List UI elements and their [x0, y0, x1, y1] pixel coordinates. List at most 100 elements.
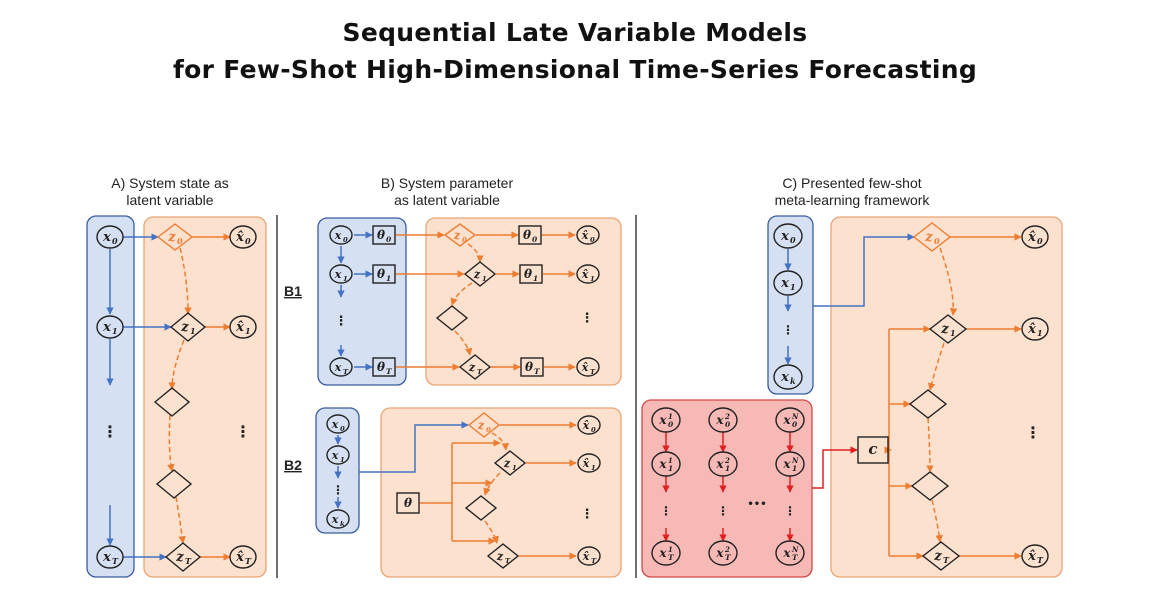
ellipsis: ⋮	[581, 507, 594, 522]
node-ellipse	[651, 407, 681, 433]
panel-a-observed-box	[86, 215, 135, 578]
node-ellipse	[775, 407, 805, 433]
node-diamond	[169, 312, 207, 342]
transition-b2-z2-zT	[484, 520, 499, 544]
symbol-subscript: T	[245, 556, 252, 566]
symbol-base: x	[331, 513, 339, 526]
node-diamond	[463, 261, 497, 287]
node-ellipse	[708, 407, 738, 433]
panel-c-title-line-1: C) Presented few-shot	[782, 175, 921, 191]
transition-b2-z1-z2	[483, 472, 501, 496]
symbol-base: x	[782, 457, 791, 471]
symbol-base: x	[780, 229, 789, 244]
symbol-base: x	[715, 457, 724, 471]
symbol-base: θ	[377, 360, 385, 374]
transition-c-z1-z2	[927, 342, 945, 391]
ellipsis: ⋮	[1025, 423, 1041, 442]
symbol-base: x	[658, 413, 667, 427]
ellipsis-c-meta-series: •••	[747, 499, 766, 510]
ellipsis: ⋮	[235, 422, 251, 441]
node-diamond	[467, 412, 501, 438]
panel-a-title-line-2: latent variable	[126, 192, 213, 208]
symbol-base: θ	[525, 360, 533, 374]
symbol-subscript: k	[340, 520, 345, 528]
node-ellipse	[1021, 317, 1049, 341]
node-b2-xhatT: x̂T	[577, 546, 601, 566]
node-diamond	[153, 387, 191, 417]
ellipsis-b1-right: ⋮	[581, 311, 594, 326]
symbol-subscript: T	[505, 557, 511, 565]
node-diamond	[908, 389, 948, 419]
symbol-base: x̂	[582, 419, 590, 432]
symbol-subscript: 1	[343, 275, 348, 283]
ellipsis: •••	[747, 499, 766, 510]
node-box	[372, 264, 396, 284]
symbol-subscript: 1	[512, 464, 517, 472]
symbol-base: x̂	[1027, 549, 1036, 564]
node-diamond	[921, 541, 961, 571]
symbol-subscript: 0	[591, 426, 596, 434]
transition-b1-z1-z2	[450, 282, 473, 306]
symbol-subscript: 0	[668, 420, 674, 429]
symbol-subscript: 1	[725, 464, 730, 473]
node-box	[519, 264, 543, 284]
symbol-superscript: N	[791, 545, 799, 554]
symbol-base: x	[715, 413, 724, 427]
symbol-superscript: 2	[724, 412, 730, 421]
node-diamond	[443, 223, 477, 247]
node-xhat1: x̂1	[229, 315, 257, 339]
transition-c-z2-z3	[926, 417, 934, 473]
ellipsis-c-right: ⋮	[1025, 423, 1041, 442]
symbol-subscript: 1	[340, 456, 345, 464]
node-ellipse	[775, 540, 805, 566]
node-ellipse	[576, 225, 600, 245]
symbol-subscript: 0	[177, 236, 183, 246]
symbol-subscript: 1	[1037, 328, 1043, 338]
symbol-subscript: T	[386, 367, 392, 376]
node-b1-xhat1: x̂1	[576, 264, 600, 284]
symbol-base: x	[715, 546, 724, 560]
node-ellipse	[1021, 544, 1049, 568]
node-ellipse	[329, 225, 353, 245]
symbol-subscript: 0	[343, 236, 348, 244]
symbol-base: x	[658, 457, 667, 471]
symbol-subscript: 0	[245, 236, 251, 246]
node-diamond	[464, 495, 498, 521]
panel-a-title-line-1: A) System state as	[111, 175, 228, 191]
symbol-base: z	[940, 322, 949, 337]
node-ellipse	[229, 545, 257, 569]
symbol-base: z	[468, 361, 476, 374]
symbol-base: x̂	[235, 230, 244, 245]
node-b2-theta: θ	[396, 492, 420, 514]
symbol-subscript: T	[1037, 555, 1044, 565]
node-c-xhat1: x̂1	[1021, 317, 1049, 341]
node-xhat0: x̂0	[229, 225, 257, 249]
symbol-subscript: 1	[533, 274, 538, 283]
symbol-subscript: 0	[386, 235, 392, 244]
node-ellipse	[576, 264, 600, 284]
symbol-subscript: T	[343, 368, 349, 376]
symbol-base: x	[334, 268, 342, 281]
symbol-base: z	[180, 320, 189, 335]
ellipsis: ⋮	[102, 422, 118, 441]
symbol-base: x	[780, 276, 789, 291]
symbol-base: θ	[404, 496, 412, 510]
symbol-superscript: 1	[668, 412, 673, 421]
